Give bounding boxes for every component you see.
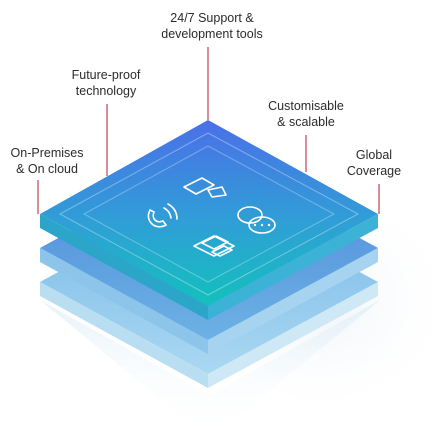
- layer-shadow: [40, 300, 380, 440]
- top-layer: [40, 120, 378, 320]
- label-global-coverage: Global Coverage: [346, 148, 402, 178]
- label-customisable: Customisable & scalable: [268, 99, 344, 129]
- label-future-proof: Future-proof technology: [71, 68, 141, 98]
- chat-bubbles-icon: [237, 206, 276, 234]
- label-on-premises: On-Premises & On cloud: [10, 146, 84, 176]
- video-camera-icon: [183, 177, 227, 198]
- connector-lines: [37, 47, 380, 214]
- wallet-icon: [193, 235, 235, 257]
- phone-call-icon: [147, 203, 178, 228]
- label-support-tools: 24/7 Support & development tools: [161, 11, 263, 41]
